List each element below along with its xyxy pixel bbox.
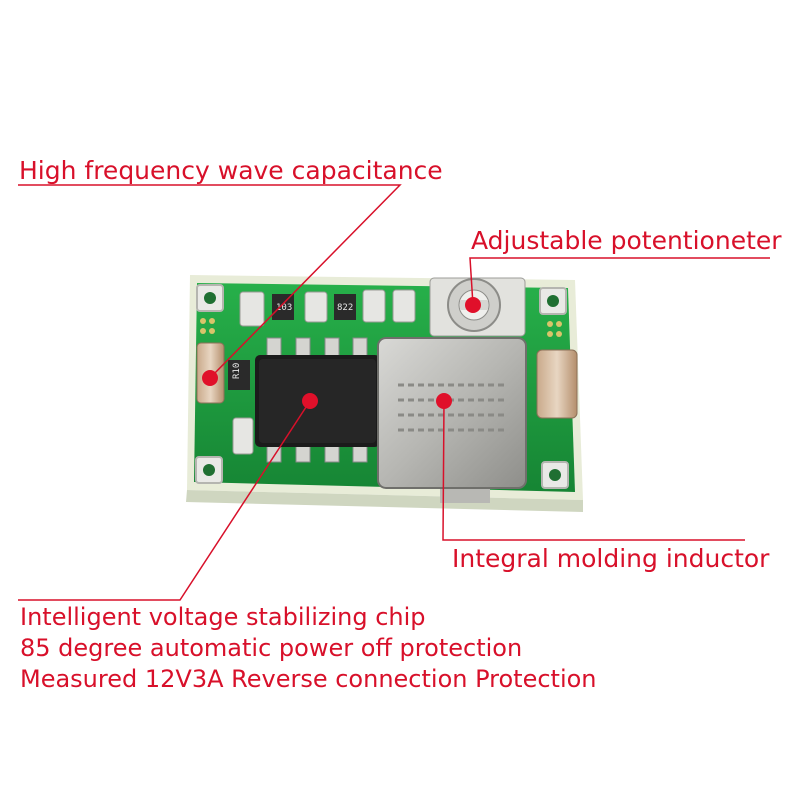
label-potentiometer: Adjustable potentioneter <box>471 226 782 255</box>
callout-lines <box>18 184 770 601</box>
label-chip-features: Intelligent voltage stabilizing chip 85 … <box>20 602 597 695</box>
label-capacitance: High frequency wave capacitance <box>19 156 443 185</box>
label-chip-line-1: Intelligent voltage stabilizing chip <box>20 603 426 631</box>
label-inductor: Integral molding inductor <box>452 544 770 573</box>
via-pads <box>200 318 562 337</box>
smd-components <box>228 289 416 455</box>
marking-103: 103 <box>276 303 292 313</box>
label-chip-line-2: 85 degree automatic power off protection <box>20 634 523 662</box>
marking-822: 822 <box>337 303 353 313</box>
marking-r10: R10 <box>232 363 242 379</box>
molded-inductor <box>377 337 527 503</box>
label-chip-line-3: Measured 12V3A Reverse connection Protec… <box>20 665 597 693</box>
ceramic-capacitor-right <box>536 349 578 419</box>
callout-dots <box>202 297 481 409</box>
